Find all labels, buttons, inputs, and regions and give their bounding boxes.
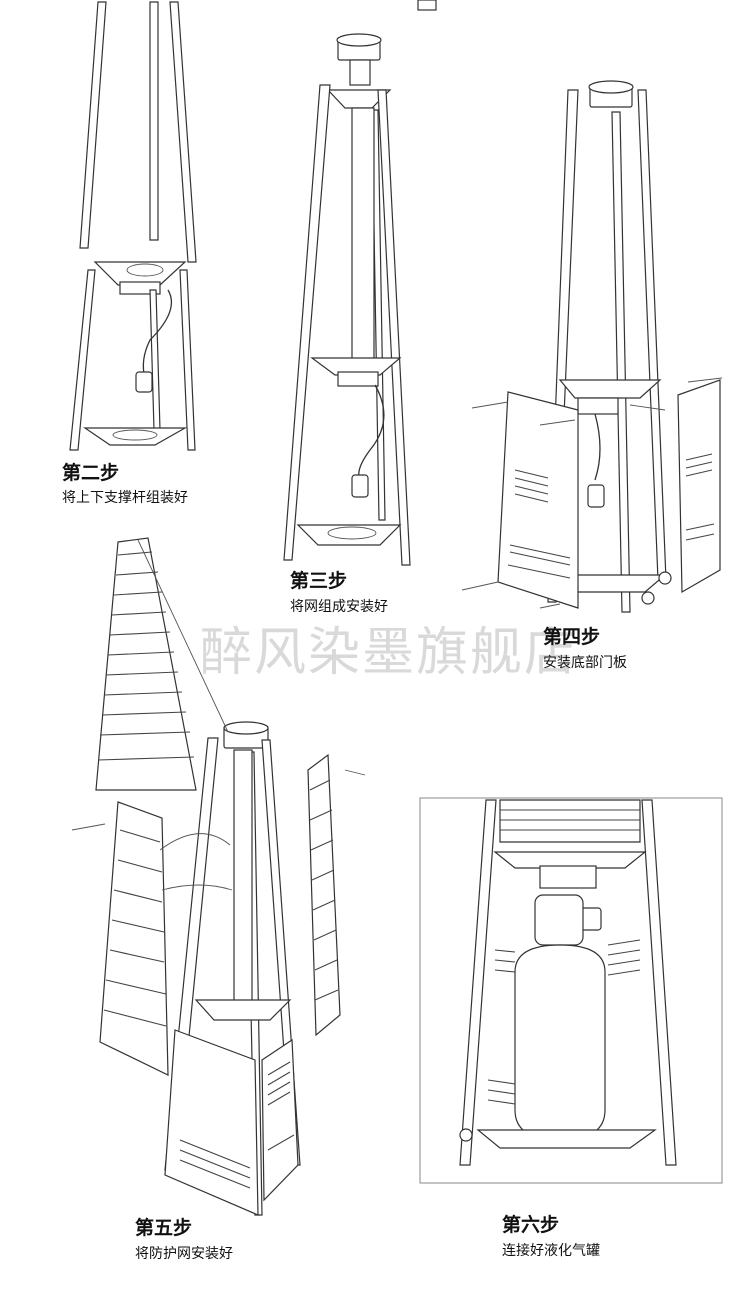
step2-desc: 将上下支撑杆组装好 (62, 490, 188, 506)
step6-title: 第六步 (502, 1214, 560, 1236)
step6-desc: 连接好液化气罐 (502, 1243, 600, 1259)
step4-desc: 安装底部门板 (543, 655, 627, 671)
step3-title: 第三步 (290, 570, 348, 592)
step2-illustration (69, 0, 437, 451)
step6-illustration (419, 797, 723, 1184)
watermark: 醉风染墨旗舰店 (200, 623, 579, 683)
step3-illustration (283, 33, 411, 566)
step5-illustration (71, 537, 366, 1216)
step2-title: 第二步 (62, 462, 120, 484)
step4-illustration (461, 80, 723, 613)
step3-desc: 将网组成安装好 (290, 599, 388, 615)
step4-title: 第四步 (543, 626, 601, 648)
step5-desc: 将防护网安装好 (135, 1246, 233, 1262)
step5-title: 第五步 (135, 1217, 193, 1239)
